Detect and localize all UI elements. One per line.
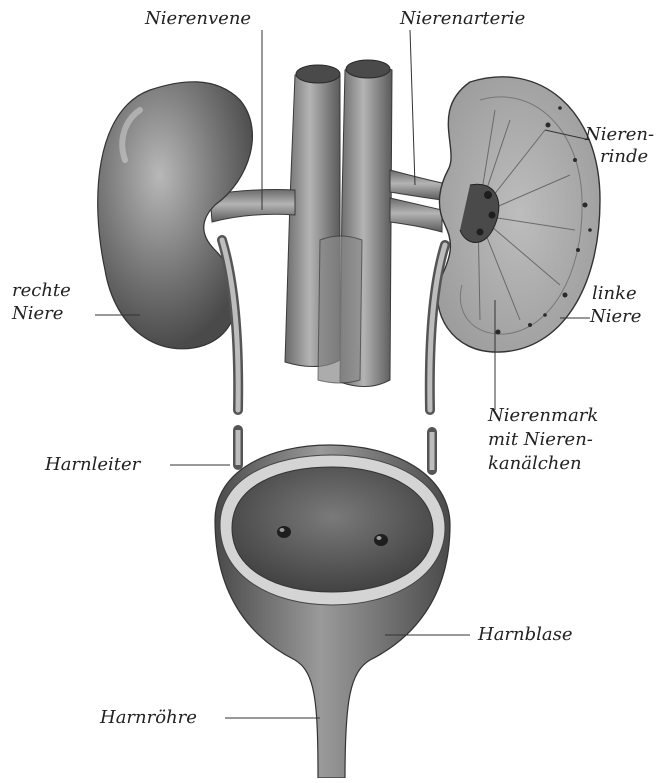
label-nierenrinde-line2: rinde bbox=[600, 146, 648, 168]
label-nierenmark-line3: kanälchen bbox=[488, 453, 582, 475]
label-harnleiter: Harnleiter bbox=[45, 454, 140, 476]
label-harnroehre: Harnröhre bbox=[100, 707, 197, 729]
label-linke-niere-line1: linke bbox=[592, 283, 637, 305]
label-harnblase: Harnblase bbox=[478, 624, 573, 646]
label-linke-niere-line2: Niere bbox=[590, 306, 641, 328]
label-nierenrinde-line1: Nieren- bbox=[585, 124, 654, 146]
renal-artery bbox=[390, 170, 442, 200]
left-kidney-section bbox=[438, 77, 601, 352]
label-nierenvene: Nierenvene bbox=[145, 8, 251, 30]
label-rechte-niere-line2: Niere bbox=[12, 303, 63, 325]
bladder bbox=[215, 445, 450, 778]
label-nierenmark-line1: Nierenmark bbox=[488, 405, 598, 427]
label-nierenarterie: Nierenarterie bbox=[400, 8, 525, 30]
renal-vein-left bbox=[390, 198, 442, 232]
label-rechte-niere-line1: rechte bbox=[12, 280, 71, 302]
label-nierenmark-line2: mit Nieren- bbox=[488, 429, 593, 451]
